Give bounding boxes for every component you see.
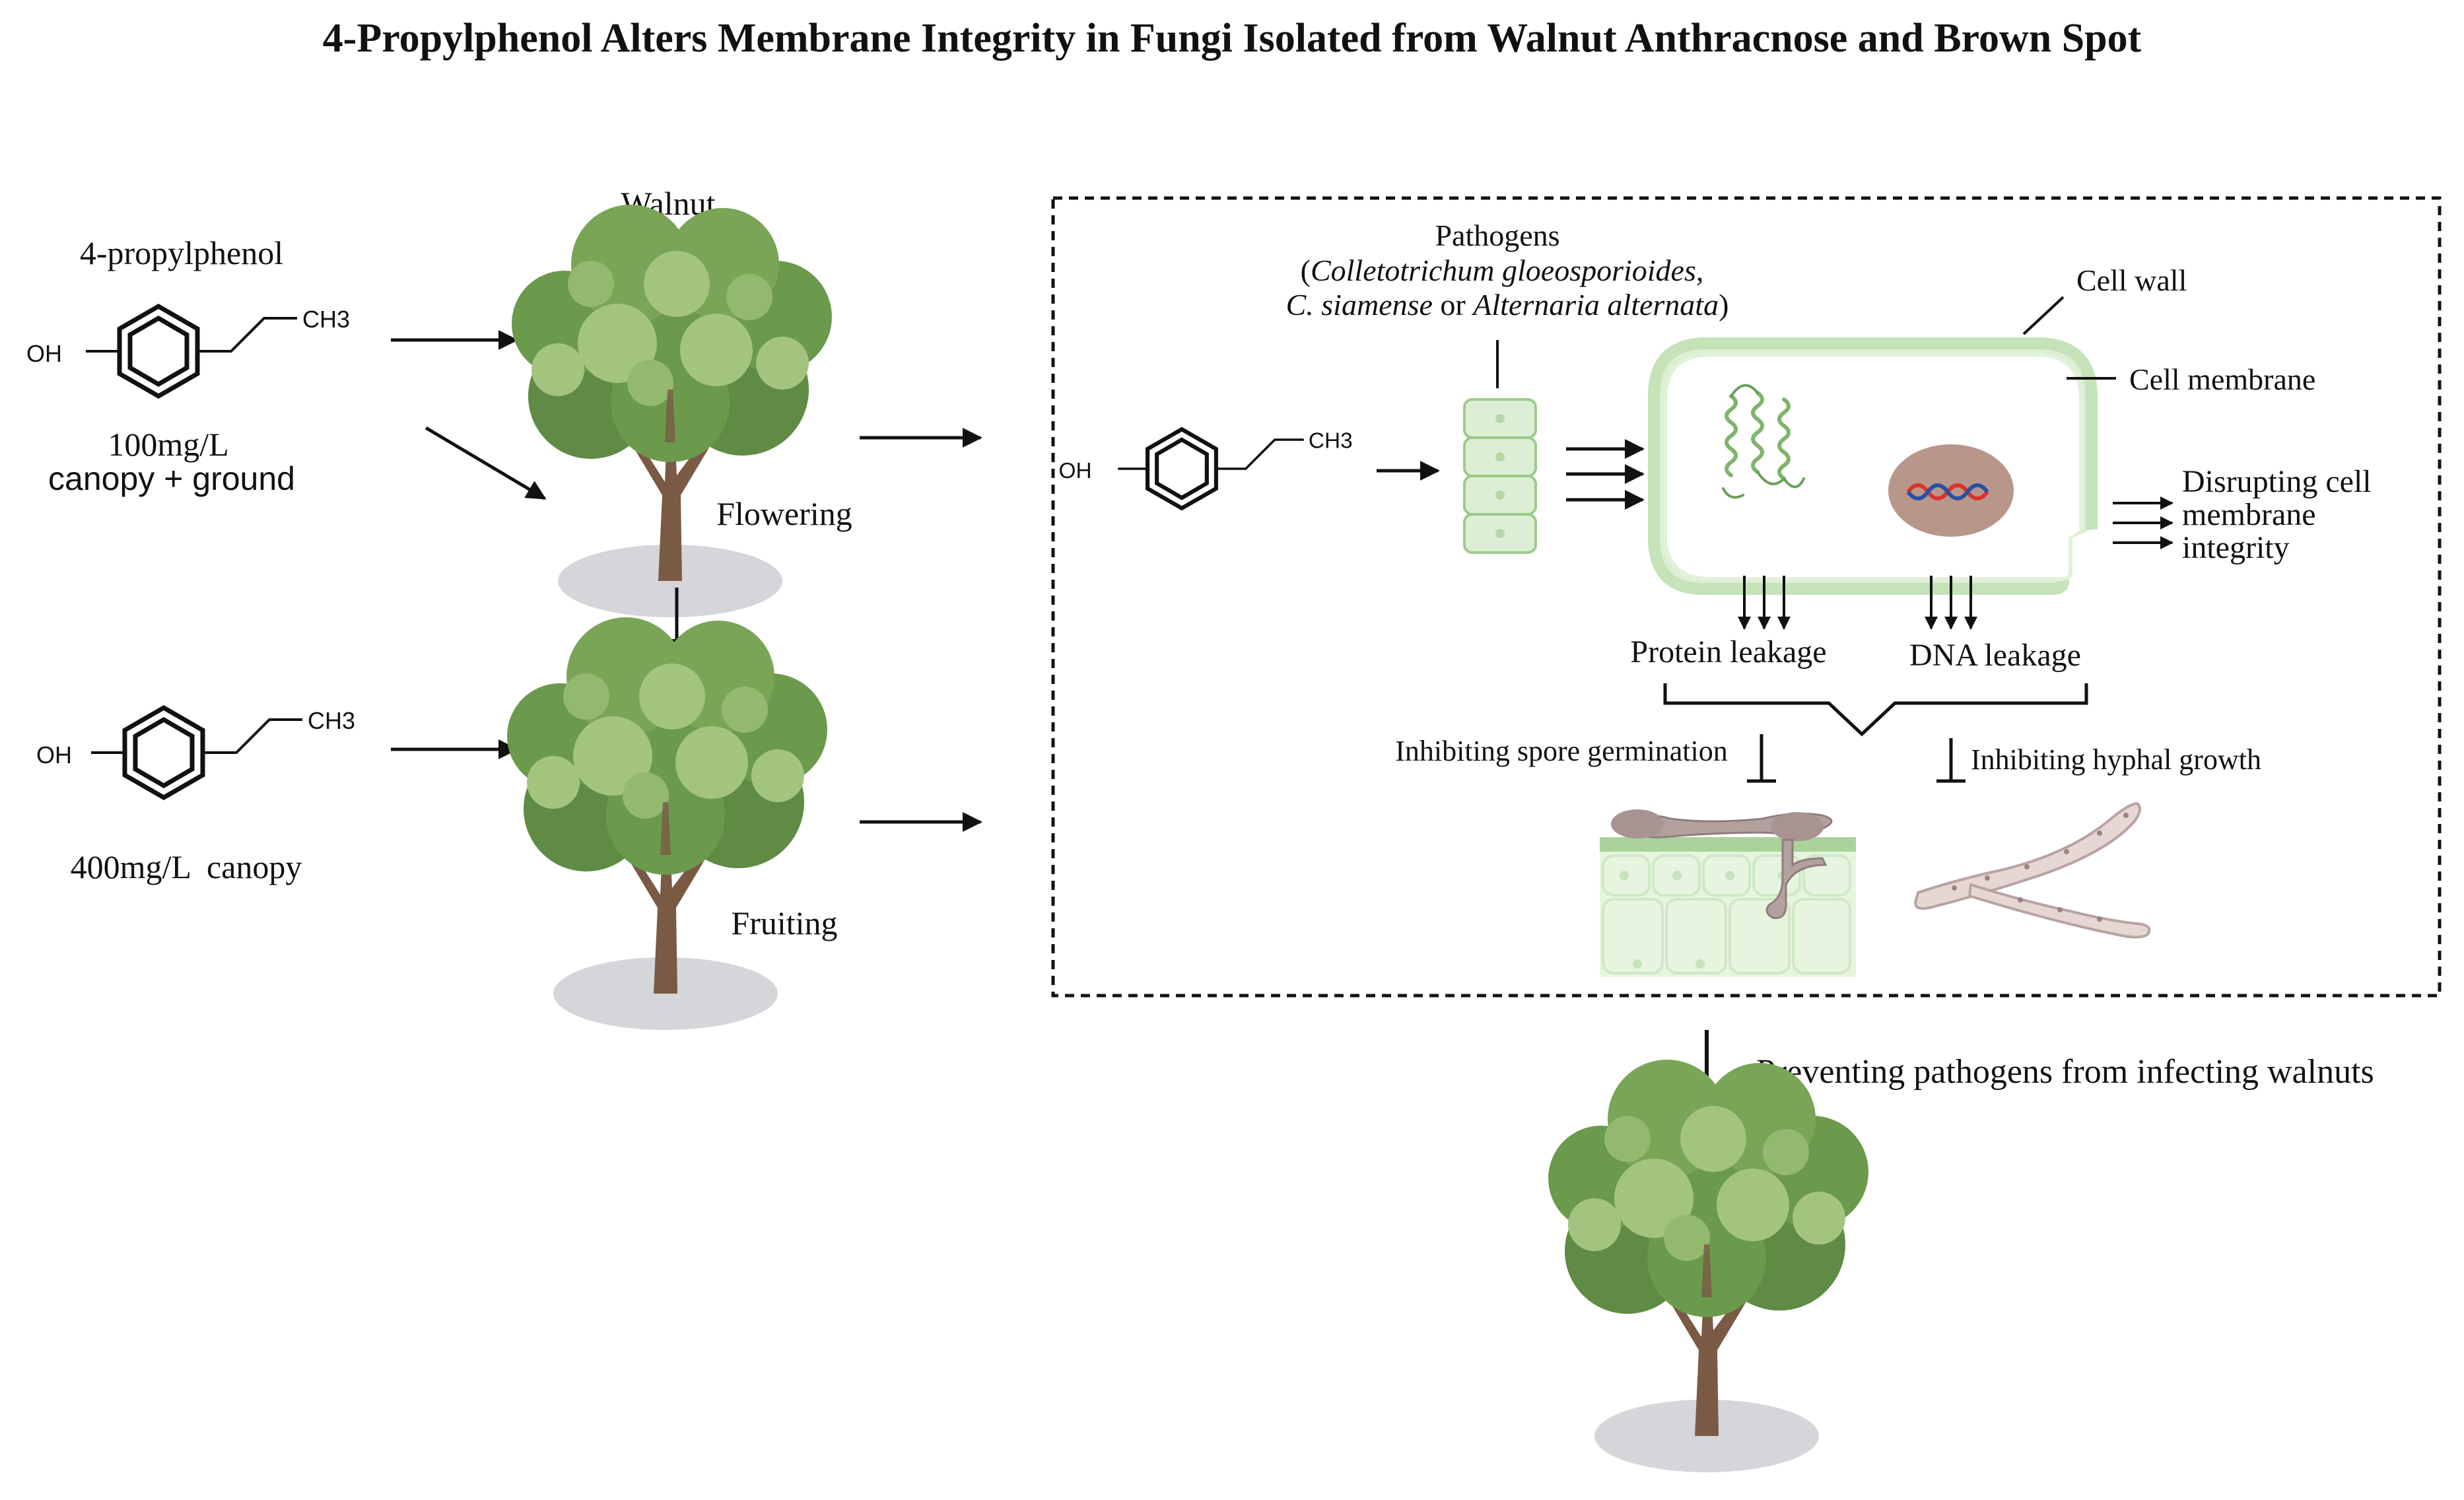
arrow-compound1-to-ground	[425, 426, 547, 500]
fungal-cell	[1648, 337, 2098, 595]
treatment-1-concentration: 100mg/L	[108, 426, 228, 463]
ch3-label-1: CH3	[302, 306, 350, 333]
protein-icon	[1722, 384, 1805, 499]
stage-fruiting: Fruiting	[731, 904, 837, 941]
ch3-label-3: CH3	[1309, 428, 1353, 453]
pathogens-label: Pathogens	[1435, 219, 1559, 252]
treatment-1-method: canopy + ground	[48, 460, 295, 497]
disrupting-line-1: Disrupting cell	[2182, 464, 2372, 499]
hyphae-spots	[1952, 813, 2129, 922]
cell-wall-label: Cell wall	[2076, 263, 2187, 297]
inhibit-spore-label: Inhibiting spore germination	[1395, 735, 1727, 767]
walnut-tree-flowering	[512, 205, 832, 617]
oh-label-1: OH	[26, 340, 62, 367]
phenol-structure-1: OH CH3	[26, 306, 350, 396]
inhibit-hyphal-bar	[1936, 738, 1966, 783]
outcome-label: Preventing pathogens from infecting waln…	[1756, 1053, 2374, 1091]
oh-label-2: OH	[36, 741, 72, 768]
pathogen-cell-chain	[1463, 398, 1537, 554]
leakage-brace	[1663, 683, 2088, 737]
walnut-tree-protected	[1548, 1060, 1868, 1472]
dna-leakage-label: DNA leakage	[1909, 638, 2081, 673]
stage-flowering: Flowering	[716, 495, 852, 532]
inhibit-spore-bar	[1747, 734, 1776, 783]
ch3-label-2: CH3	[308, 707, 355, 734]
hyphae-icon	[1914, 801, 2151, 939]
mechanism-box	[1051, 196, 2442, 998]
protein-leakage-label: Protein leakage	[1630, 634, 1826, 669]
spore-germination-icon	[1600, 809, 1856, 977]
cell-wall-pointer	[2022, 296, 2065, 335]
pathogens-line2: C. siamense or Alternaria alternata)	[1286, 288, 1729, 322]
disrupting-line-3: integrity	[2182, 530, 2290, 565]
cell-membrane-label: Cell membrane	[2129, 362, 2315, 396]
figure-title: 4-Propylphenol Alters Membrane Integrity…	[323, 16, 2142, 61]
walnut-tree-fruiting	[507, 617, 827, 1030]
treatment-2-label: 400mg/L canopy	[71, 848, 302, 885]
inhibit-hyphal-label: Inhibiting hyphal growth	[1971, 743, 2261, 776]
compound-name: 4-propylphenol	[80, 234, 283, 271]
phenol-structure-3: OH CH3	[1058, 428, 1353, 508]
phenol-structure-2: OH CH3	[36, 707, 355, 798]
oh-label-3: OH	[1058, 459, 1091, 483]
nucleus-icon	[1888, 444, 2014, 537]
disrupting-line-2: membrane	[2182, 497, 2316, 532]
pathogens-line1: (Colletotrichum gloeosporioides,	[1301, 254, 1704, 287]
